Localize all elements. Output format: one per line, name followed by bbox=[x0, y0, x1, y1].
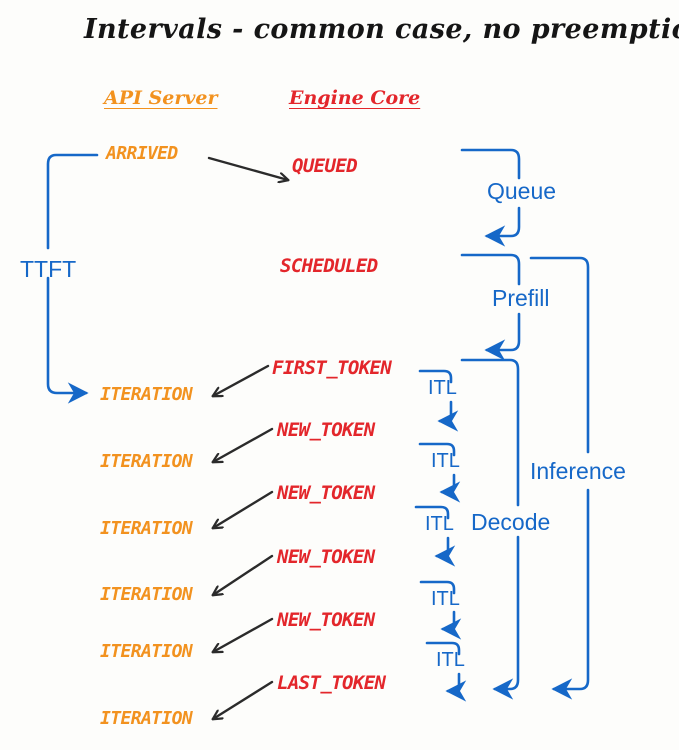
state-queued: QUEUED bbox=[292, 155, 358, 177]
bracket-prefill-lower bbox=[484, 312, 521, 361]
state-last-token: LAST_TOKEN bbox=[277, 672, 386, 694]
bracket-itl-5-lower bbox=[445, 672, 467, 702]
state-first-token: FIRST_TOKEN bbox=[272, 357, 392, 379]
bracket-ttft-lower bbox=[46, 276, 89, 404]
bracket-itl-4-upper bbox=[419, 580, 456, 595]
arrow-first-token-to-iteration bbox=[213, 364, 270, 396]
interval-label-inference: Inference bbox=[530, 458, 626, 484]
arrow-new-token-2-to-iteration bbox=[213, 490, 274, 528]
state-new-token-1: NEW_TOKEN bbox=[277, 419, 375, 441]
state-iteration-2: ITERATION bbox=[100, 451, 193, 472]
state-arrived: ARRIVED bbox=[106, 143, 178, 164]
bracket-itl-1-upper bbox=[418, 369, 453, 384]
bracket-queue-lower bbox=[484, 206, 521, 247]
state-iteration-6: ITERATION bbox=[100, 708, 193, 729]
state-new-token-3: NEW_TOKEN bbox=[277, 546, 375, 568]
arrow-arrived-to-queued bbox=[207, 156, 288, 180]
arrow-new-token-1-to-iteration bbox=[213, 427, 274, 462]
arrow-new-token-3-to-iteration bbox=[213, 554, 274, 595]
column-header-api-server: API Server bbox=[104, 87, 218, 109]
interval-label-queue: Queue bbox=[487, 178, 557, 204]
bracket-inference-upper bbox=[529, 256, 590, 454]
interval-label-decode: Decode bbox=[471, 509, 551, 535]
state-iteration-4: ITERATION bbox=[100, 584, 193, 605]
page-title: Intervals - common case, no preemptions bbox=[84, 14, 679, 45]
interval-label-itl-2: ITL bbox=[431, 450, 460, 472]
state-iteration-1: ITERATION bbox=[100, 384, 193, 405]
state-iteration-5: ITERATION bbox=[100, 641, 193, 662]
bracket-decode-lower bbox=[492, 535, 520, 700]
bracket-prefill-upper bbox=[460, 253, 521, 286]
arrow-last-token-to-iteration bbox=[213, 680, 274, 719]
interval-label-itl-5: ITL bbox=[436, 649, 465, 671]
bracket-ttft-upper bbox=[46, 153, 99, 250]
state-scheduled: SCHEDULED bbox=[280, 255, 378, 277]
bracket-itl-3-upper bbox=[414, 505, 450, 520]
state-iteration-3: ITERATION bbox=[100, 518, 193, 539]
bracket-itl-4-lower bbox=[440, 610, 462, 640]
bracket-itl-3-lower bbox=[434, 536, 456, 567]
interval-label-itl-3: ITL bbox=[425, 513, 454, 535]
bracket-itl-2-lower bbox=[439, 473, 461, 503]
state-new-token-4: NEW_TOKEN bbox=[277, 609, 375, 631]
interval-label-ttft: TTFT bbox=[20, 256, 77, 282]
bracket-decode-upper bbox=[460, 358, 520, 507]
bracket-itl-5-upper bbox=[425, 641, 461, 656]
bracket-itl-2-upper bbox=[418, 442, 456, 457]
bracket-itl-1-lower bbox=[437, 400, 459, 432]
interval-label-itl-1: ITL bbox=[428, 377, 457, 399]
bracket-queue-upper bbox=[460, 148, 521, 180]
interval-label-prefill: Prefill bbox=[492, 285, 550, 311]
interval-label-itl-4: ITL bbox=[431, 588, 460, 610]
arrow-new-token-4-to-iteration bbox=[213, 617, 274, 652]
column-header-engine-core: Engine Core bbox=[289, 87, 421, 109]
state-new-token-2: NEW_TOKEN bbox=[277, 482, 375, 504]
bracket-inference-lower bbox=[551, 488, 590, 700]
